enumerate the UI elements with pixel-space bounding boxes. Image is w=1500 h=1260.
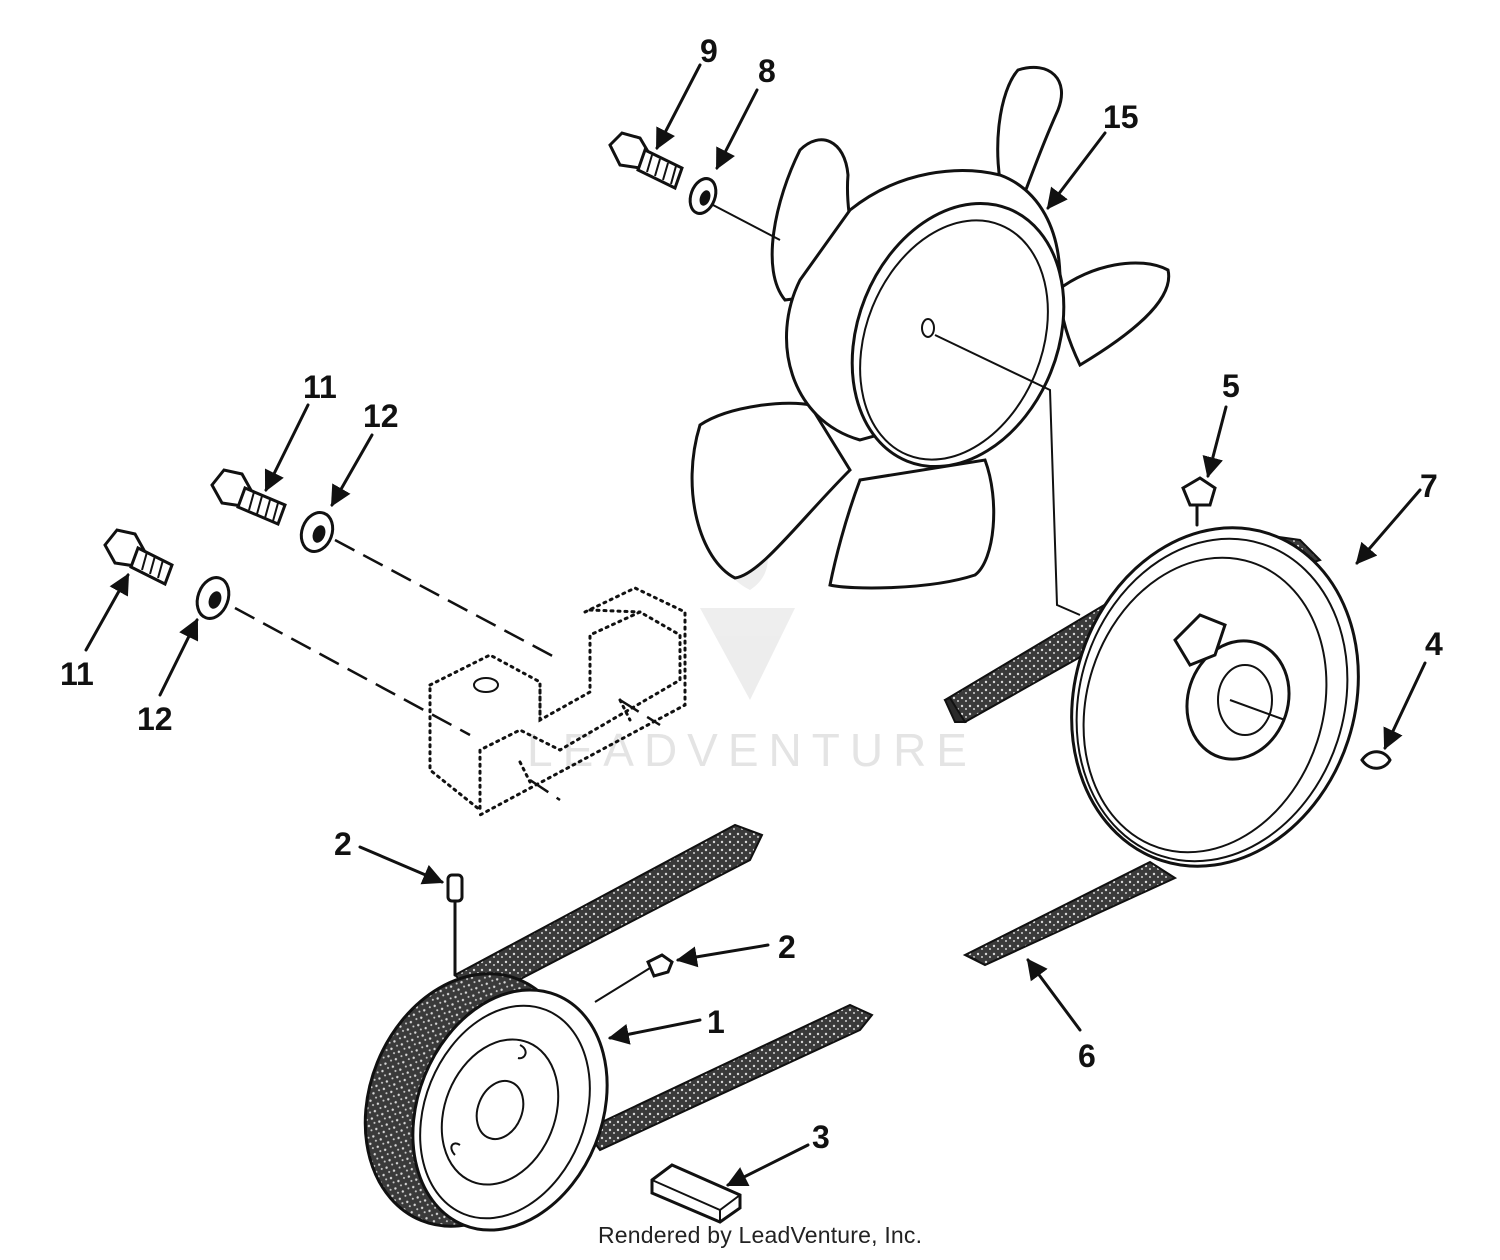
callout-2-upper: 2: [334, 826, 352, 862]
watermark-text: LEADVENTURE: [527, 724, 977, 776]
woodruff-key-4[interactable]: [1360, 750, 1392, 770]
callout-15: 15: [1103, 99, 1139, 135]
engine-pulley[interactable]: [329, 942, 642, 1259]
setscrew-2a[interactable]: [446, 873, 464, 977]
callout-leaders: [84, 63, 1427, 1187]
callout-11-upper: 11: [303, 369, 337, 405]
callout-12-lower: 12: [137, 701, 173, 737]
callout-5: 5: [1222, 368, 1240, 404]
bracket-washer-upper[interactable]: [296, 508, 338, 556]
callout-2-lower: 2: [778, 929, 796, 965]
mounting-bracket[interactable]: [428, 586, 687, 817]
callout-6: 6: [1078, 1038, 1096, 1074]
setscrew-2b[interactable]: [594, 953, 674, 1003]
callout-4: 4: [1425, 626, 1443, 662]
callout-8: 8: [758, 53, 776, 89]
fan-pulley[interactable]: [1029, 490, 1402, 904]
fan-blade-assembly[interactable]: [690, 65, 1171, 590]
bracket-washer-lower[interactable]: [192, 573, 235, 623]
callout-7: 7: [1420, 468, 1438, 504]
bracket-bolt-upper[interactable]: [210, 468, 287, 526]
fan-bolt[interactable]: [608, 131, 684, 191]
callout-3: 3: [812, 1119, 830, 1155]
callout-9: 9: [700, 33, 718, 69]
bracket-bolt-lower[interactable]: [103, 528, 174, 587]
callout-labels: 9 8 15 11 12 11 12 5 7 4 2 2 1 3 6: [60, 33, 1443, 1155]
square-key-3[interactable]: [650, 1163, 742, 1224]
footer-credit: Rendered by LeadVenture, Inc.: [598, 1222, 923, 1248]
callout-11-lower: 11: [60, 656, 94, 692]
fan-washer[interactable]: [686, 175, 721, 217]
fan-hub-ring: [850, 201, 1066, 469]
setscrew-5[interactable]: [1181, 476, 1217, 527]
callout-12-upper: 12: [363, 398, 399, 434]
callout-1: 1: [707, 1004, 725, 1040]
